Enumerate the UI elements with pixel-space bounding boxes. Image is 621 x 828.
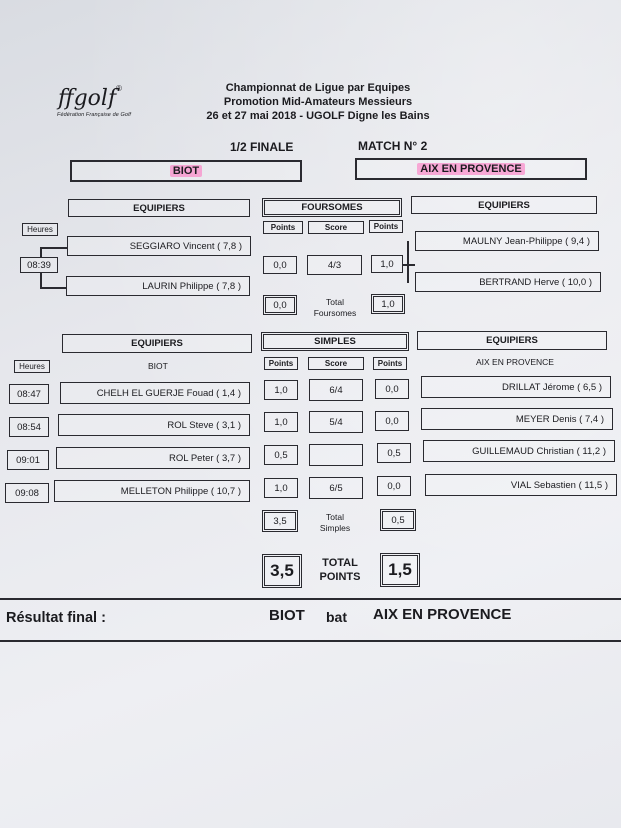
bracket-left-bottom xyxy=(40,287,67,289)
foursomes-right-player-1: MAULNY Jean-Philippe ( 9,4 ) xyxy=(415,231,599,251)
simples-row-1-right-points: 0,0 xyxy=(375,379,409,399)
simples-row-3-left-player: ROL Peter ( 3,7 ) xyxy=(56,447,250,469)
simples-row-2-score: 5/4 xyxy=(309,411,363,433)
simples-team-left: BIOT xyxy=(148,361,168,371)
simples-row-4-right-points: 0,0 xyxy=(377,476,411,496)
result-row xyxy=(0,598,621,642)
simples-row-3-score xyxy=(309,444,363,466)
team-right-name: AIX EN PROVENCE xyxy=(417,163,525,175)
simples-row-1-score: 6/4 xyxy=(309,379,363,401)
grand-total-left: 3,5 xyxy=(262,554,302,588)
result-label: Résultat final : xyxy=(6,610,106,626)
simples-total-label-2: Simples xyxy=(319,523,351,533)
bracket-left xyxy=(40,247,42,257)
title-line-2: Promotion Mid-Amateurs Messieurs xyxy=(223,96,413,108)
grand-total-label-2: POINTS xyxy=(319,571,361,583)
foursomes-score: 4/3 xyxy=(307,255,362,275)
simples-equipiers-right: EQUIPIERS xyxy=(417,331,607,350)
grand-total-label-1: TOTAL xyxy=(322,557,358,569)
registered-mark-icon: ® xyxy=(116,84,122,93)
simples-row-4-left-points: 1,0 xyxy=(264,478,298,498)
foursomes-time: 08:39 xyxy=(20,257,58,273)
bracket-right-mid xyxy=(403,264,415,266)
simples-row-1-right-player: DRILLAT Jérome ( 6,5 ) xyxy=(421,376,611,398)
team-left-name: BIOT xyxy=(169,165,203,177)
team-left-box: BIOT xyxy=(70,160,302,182)
bracket-left-top xyxy=(40,247,67,249)
simples-row-2-right-points: 0,0 xyxy=(375,411,409,431)
simples-total-right: 0,5 xyxy=(380,509,416,531)
simples-row-3-time: 09:01 xyxy=(7,450,49,470)
simples-section-header: SIMPLES xyxy=(261,332,409,351)
foursomes-right-player-2: BERTRAND Herve ( 10,0 ) xyxy=(415,272,601,292)
simples-score-label: Score xyxy=(308,357,364,370)
match-number: MATCH N° 2 xyxy=(358,139,428,153)
grand-total-label: TOTAL POINTS xyxy=(306,556,374,584)
foursomes-equipiers-right: EQUIPIERS xyxy=(411,196,597,214)
simples-row-4-time: 09:08 xyxy=(5,483,49,503)
foursomes-section-header: FOURSOMES xyxy=(262,198,402,217)
simples-points-right-label: Points xyxy=(373,357,407,370)
foursomes-total-label-1: Total xyxy=(326,297,344,307)
foursomes-total-label-2: Foursomes xyxy=(313,308,357,318)
foursomes-heures-label: Heures xyxy=(22,223,58,236)
simples-row-2-left-points: 1,0 xyxy=(264,412,298,432)
simples-row-1-left-points: 1,0 xyxy=(264,380,298,400)
foursomes-right-points: 1,0 xyxy=(371,255,403,273)
simples-row-3-right-points: 0,5 xyxy=(377,443,411,463)
foursomes-total-left: 0,0 xyxy=(263,295,297,315)
simples-team-right: AIX EN PROVENCE xyxy=(476,357,554,367)
simples-row-2-time: 08:54 xyxy=(9,417,49,437)
foursomes-equipiers-left: EQUIPIERS xyxy=(68,199,250,217)
result-winner: BIOT xyxy=(269,607,305,624)
simples-row-1-time: 08:47 xyxy=(9,384,49,404)
simples-row-1-left-player: CHELH EL GUERJE Fouad ( 1,4 ) xyxy=(60,382,250,404)
foursomes-total-right: 1,0 xyxy=(371,294,405,314)
simples-total-label-1: Total xyxy=(326,512,344,522)
simples-equipiers-left: EQUIPIERS xyxy=(62,334,252,353)
foursomes-left-points: 0,0 xyxy=(263,256,297,274)
simples-row-3-right-player: GUILLEMAUD Christian ( 11,2 ) xyxy=(423,440,615,462)
simples-heures-label: Heures xyxy=(14,360,50,373)
grand-total-right: 1,5 xyxy=(380,553,420,587)
team-right-box: AIX EN PROVENCE xyxy=(355,158,587,180)
foursomes-left-player-2: LAURIN Philippe ( 7,8 ) xyxy=(66,276,250,296)
simples-row-4-left-player: MELLETON Philippe ( 10,7 ) xyxy=(54,480,250,502)
simples-row-4-score: 6/5 xyxy=(309,477,363,499)
simples-total-left: 3,5 xyxy=(262,510,298,532)
foursomes-score-label: Score xyxy=(308,221,364,234)
simples-points-left-label: Points xyxy=(264,357,298,370)
result-verb: bat xyxy=(326,609,347,625)
simples-row-2-right-player: MEYER Denis ( 7,4 ) xyxy=(421,408,613,430)
bracket-left-lower xyxy=(40,273,42,287)
foursomes-points-right-label: Points xyxy=(369,220,403,233)
simples-row-3-left-points: 0,5 xyxy=(264,445,298,465)
foursomes-points-left-label: Points xyxy=(263,221,303,234)
ffgolf-logo: ffgolf xyxy=(58,86,117,111)
result-loser: AIX EN PROVENCE xyxy=(373,606,512,623)
bracket-right xyxy=(407,241,409,283)
title-line-1: Championnat de Ligue par Equipes xyxy=(225,82,411,94)
simples-row-2-left-player: ROL Steve ( 3,1 ) xyxy=(58,414,250,436)
simples-row-4-right-player: VIAL Sebastien ( 11,5 ) xyxy=(425,474,617,496)
round-label: 1/2 FINALE xyxy=(230,140,294,154)
foursomes-left-player-1: SEGGIARO Vincent ( 7,8 ) xyxy=(67,236,251,256)
logo-subtitle: Fédération Française de Golf xyxy=(57,112,132,118)
title-line-3: 26 et 27 mai 2018 - UGOLF Digne les Bain… xyxy=(206,110,430,122)
